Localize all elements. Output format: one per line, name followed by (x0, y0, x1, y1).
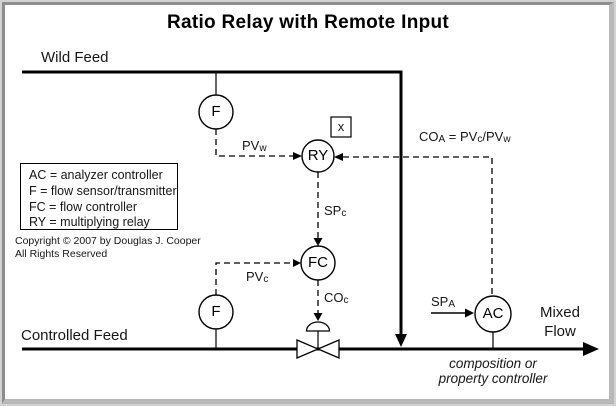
wild-feed-label: Wild Feed (41, 49, 109, 66)
pvw-arrowhead-icon (293, 152, 302, 160)
spc-arrowhead-icon (313, 238, 323, 246)
controlled-feed-label: Controlled Feed (21, 327, 128, 344)
spc-sub: c (341, 208, 347, 219)
legend-box: AC = analyzer controller F = flow sensor… (20, 163, 178, 230)
annotation-line1: composition or (449, 356, 537, 371)
coa-s3: w (503, 134, 511, 145)
spa-arrowhead-icon (465, 308, 474, 318)
coc-sub: c (343, 295, 349, 306)
coc-arrowhead-icon (313, 313, 323, 321)
pvc-label: PVc (246, 269, 269, 285)
coa-s1: A (438, 134, 446, 145)
valve-body-right-icon (316, 339, 340, 359)
mixed-flow-line2: Flow (544, 323, 576, 340)
pvw-sub: w (259, 143, 267, 154)
coa-equation-label: COA = PVc/PVw (419, 129, 511, 145)
wild-feed-arrowhead-icon (395, 334, 407, 347)
legend-item-fc: FC = flow controller (29, 199, 138, 214)
spc-label: SPc (324, 203, 347, 219)
legend-item-ry: RY = multiplying relay (29, 215, 150, 230)
multiplier-box (330, 116, 352, 138)
analyzer-controller-tag: AC (482, 305, 504, 323)
multiplier-symbol: x (337, 119, 345, 135)
pvw-main: PV (242, 138, 260, 153)
valve-actuator-dome-icon (305, 321, 331, 332)
pvc-signal-line (215, 262, 293, 295)
flow-controller-circle (300, 245, 336, 281)
pvc-arrowhead-icon (293, 259, 301, 267)
valve-body-left-icon (296, 339, 320, 359)
coc-label: COc (324, 290, 349, 306)
copyright-line2: All Rights Reserved (15, 247, 108, 260)
pvw-label: PVw (242, 138, 267, 154)
wild-flow-sensor-tag: F (211, 103, 221, 121)
legend-item-f: F = flow sensor/transmitter (29, 183, 177, 198)
spa-label: SPA (431, 294, 456, 310)
ratio-relay-circle (301, 139, 335, 173)
annotation-line2: property controller (438, 371, 548, 386)
pvc-sub: c (263, 274, 269, 285)
spa-main: SP (431, 294, 449, 309)
spc-main: SP (324, 203, 342, 218)
ratio-relay-tag: RY (307, 147, 329, 165)
coc-main: CO (324, 290, 344, 305)
mixed-flow-line1: Mixed (539, 304, 580, 321)
coa-arrowhead-icon (334, 153, 343, 161)
coa-s2: c (477, 134, 483, 145)
pvc-main: PV (246, 269, 264, 284)
analyzer-controller-circle (474, 295, 512, 333)
controlled-flow-sensor-circle (198, 294, 234, 330)
coa-p2: = PV (445, 129, 478, 144)
coa-p1: CO (419, 129, 439, 144)
copyright-line1: Copyright © 2007 by Douglas J. Cooper (15, 235, 201, 247)
legend-item-ac: AC = analyzer controller (29, 168, 163, 182)
mixed-flow-arrowhead-icon (583, 342, 599, 356)
controlled-flow-sensor-tag: F (211, 303, 221, 321)
wild-flow-sensor-circle (198, 94, 234, 130)
coa-signal-line (343, 156, 493, 296)
spa-sub: A (448, 299, 456, 310)
page-title: Ratio Relay with Remote Input (166, 12, 450, 33)
coa-p3: /PV (482, 129, 504, 144)
flow-controller-tag: FC (308, 254, 328, 272)
